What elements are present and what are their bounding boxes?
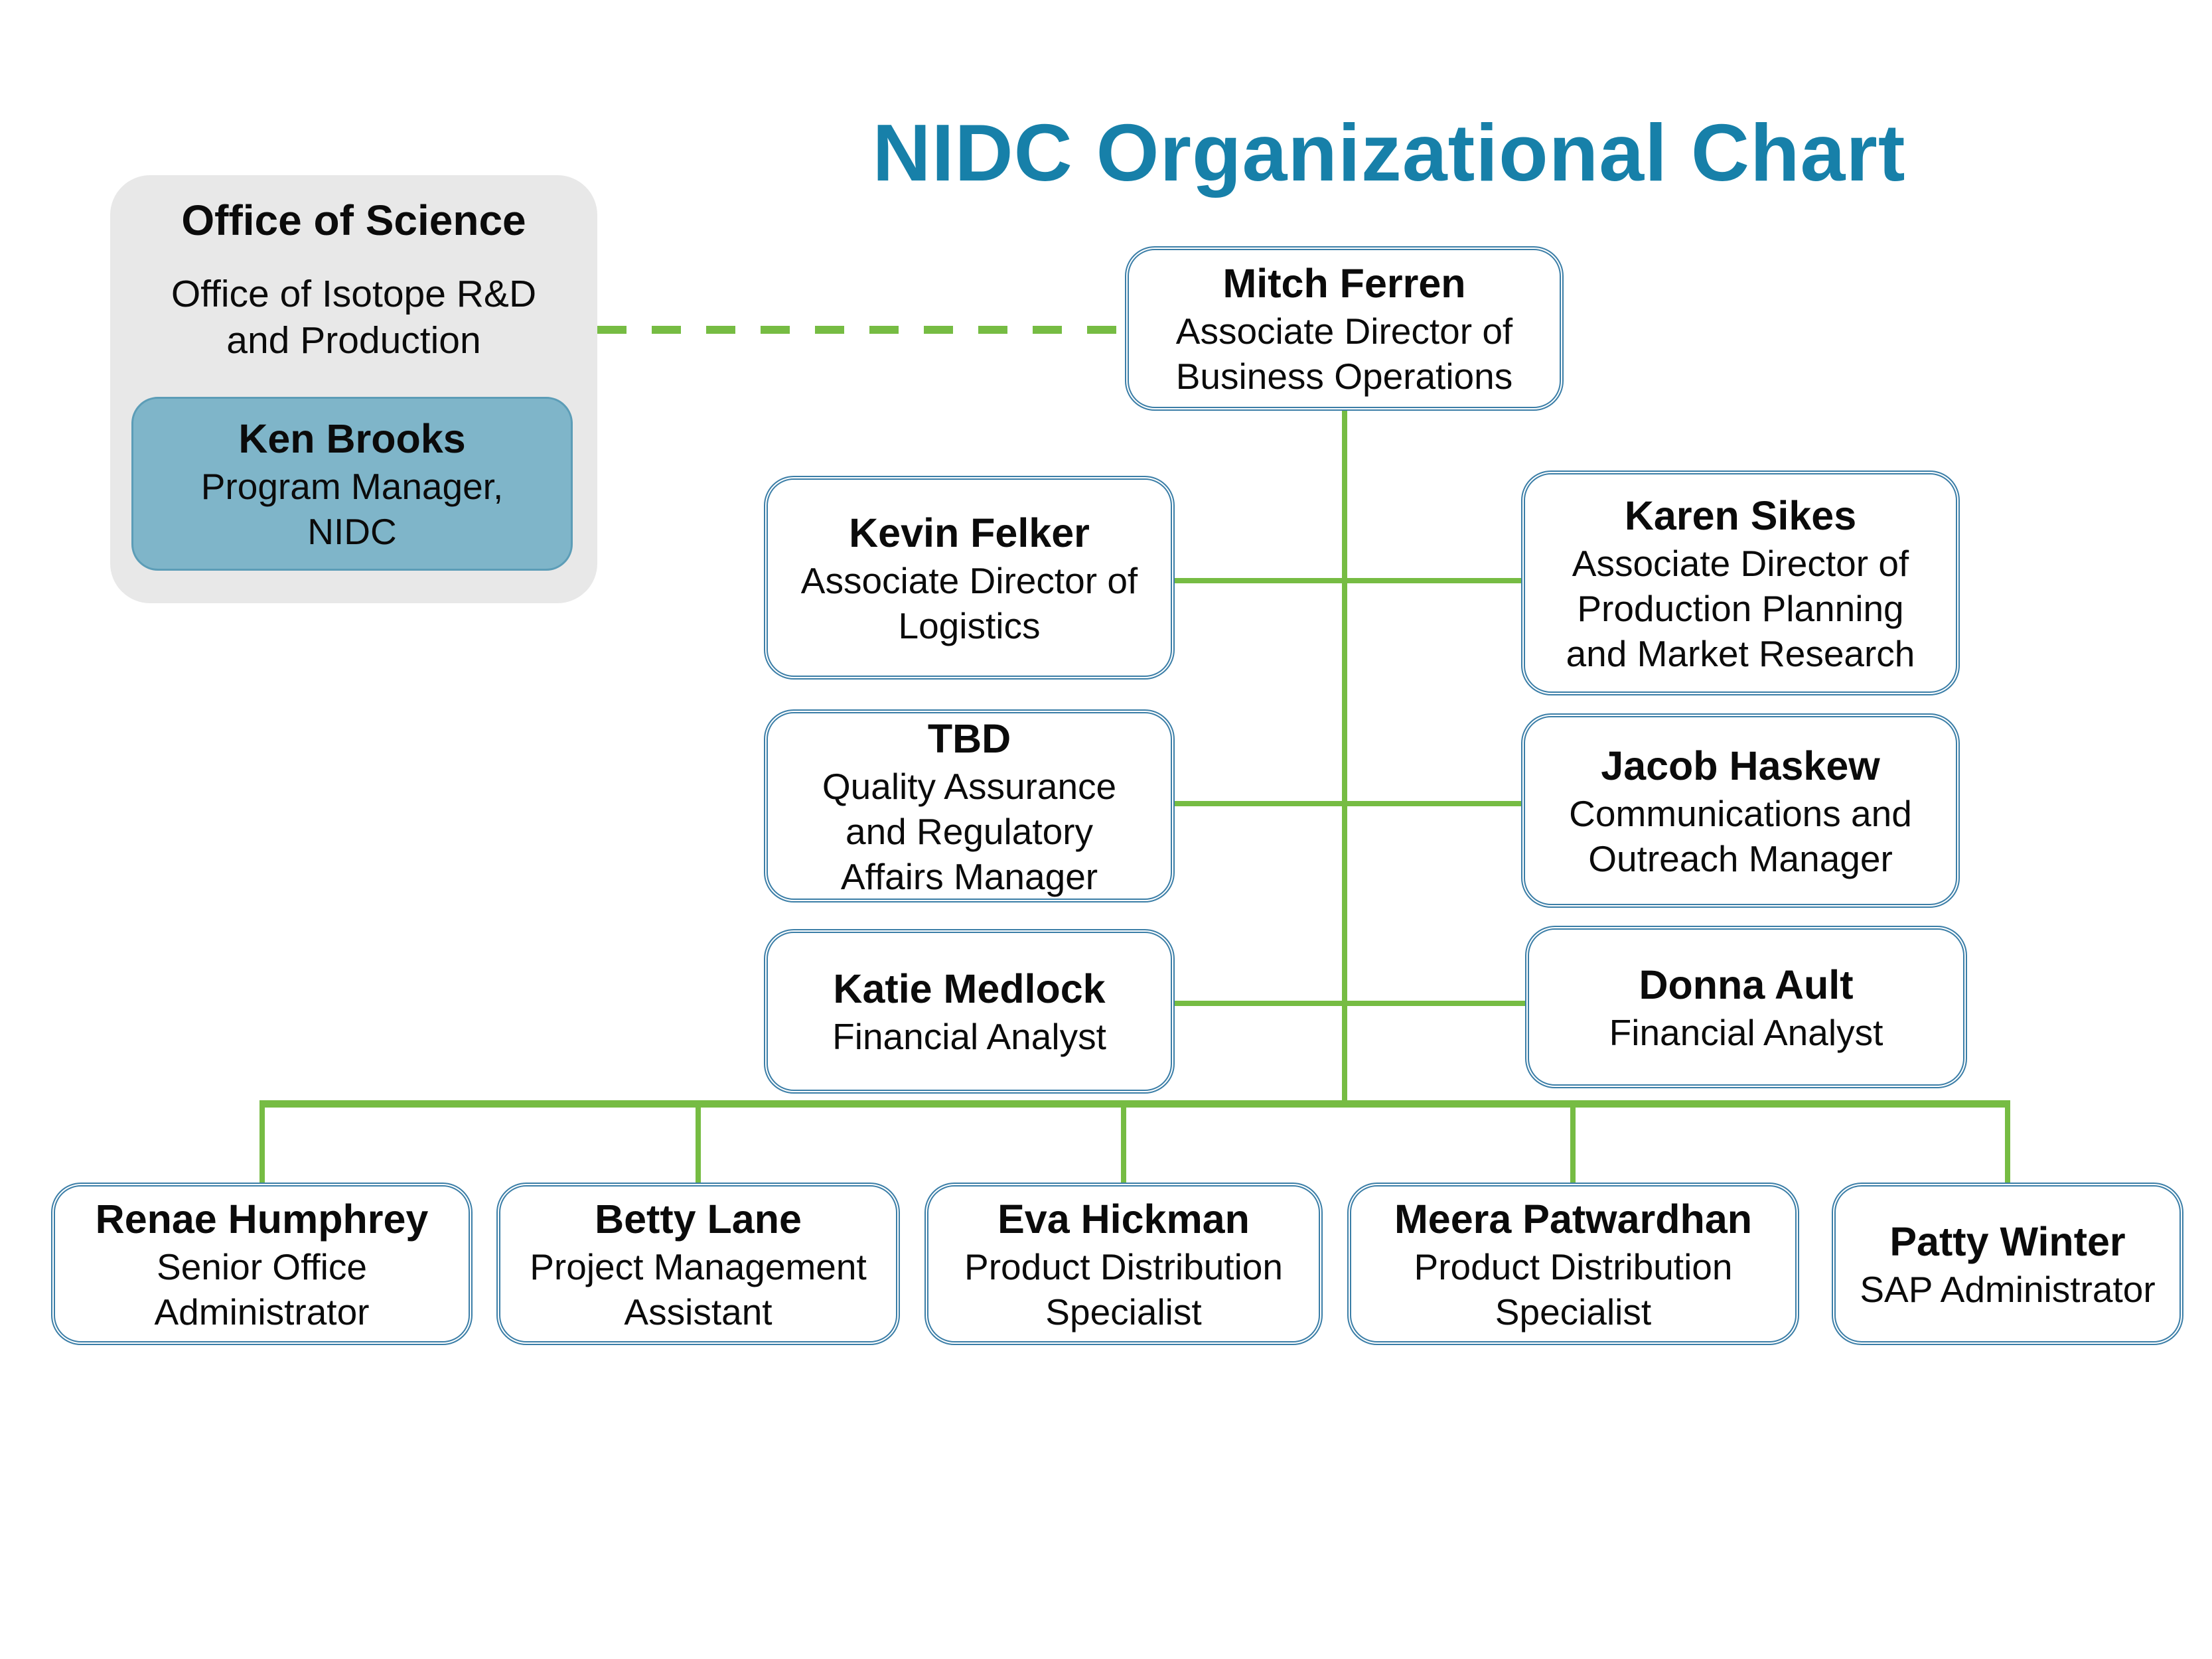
connector-drop-eva [1121,1100,1126,1183]
connector-bottom-bar [259,1100,2010,1108]
connector-drop-betty [696,1100,701,1183]
person-role-line: Product Distribution [1414,1246,1733,1287]
org-box-mitch-ferren: Mitch Ferren Associate Director of Busin… [1125,246,1564,411]
org-box-eva-hickman: Eva Hickman Product Distribution Special… [924,1183,1323,1345]
person-role-line: Associate Director of [1572,542,1909,584]
connector-vertical-trunk [1342,408,1347,1105]
person-role-line: Affairs Manager [840,855,1098,897]
org-box-betty-lane: Betty Lane Project Management Assistant [496,1183,900,1345]
org-box-katie-medlock: Katie Medlock Financial Analyst [764,929,1175,1094]
person-role-line: and Market Research [1566,632,1915,674]
person-role-line: and Regulatory [845,810,1094,852]
person-role-line: Associate Director of [800,559,1138,601]
org-box-renae-humphrey: Renae Humphrey Senior Office Administrat… [51,1183,473,1345]
connector-drop-patty [2005,1100,2010,1183]
org-box-donna-ault: Donna Ault Financial Analyst [1525,926,1967,1088]
connector-row-kevin-karen [1173,578,1522,583]
person-name: Meera Patwardhan [1394,1196,1753,1242]
page-title: NIDC Organizational Chart [872,108,1906,198]
person-role-line: Specialist [1495,1291,1652,1333]
person-role-line: Outreach Manager [1588,837,1893,879]
person-role-line: Specialist [1045,1291,1202,1333]
person-role-line: Financial Analyst [1609,1011,1883,1053]
person-name: Betty Lane [595,1196,802,1242]
person-role-line: Administrator [154,1291,370,1333]
person-name: Donna Ault [1639,962,1854,1007]
office-subheading-line: and Production [226,319,481,362]
person-name: Mitch Ferren [1222,261,1466,306]
connector-drop-renae [259,1100,265,1183]
person-role-line: NIDC [307,511,397,552]
person-name: Eva Hickman [997,1196,1250,1242]
connector-row-katie-donna [1173,1001,1526,1006]
person-role-line: Senior Office [157,1246,367,1287]
person-role-line: SAP Administrator [1860,1268,2156,1310]
person-role-line: Quality Assurance [822,765,1117,807]
connector-drop-meera [1570,1100,1576,1183]
person-role-line: Associate Director of [1175,311,1513,352]
org-box-ken-brooks: Ken Brooks Program Manager, NIDC [131,397,573,571]
person-name: Patty Winter [1889,1218,2126,1264]
person-name: Katie Medlock [833,966,1106,1011]
person-role-line: Project Management [530,1246,867,1287]
office-subheading-line: Office of Isotope R&D [171,273,537,315]
org-box-tbd-qa-manager: TBD Quality Assurance and Regulatory Aff… [764,709,1175,902]
person-role-line: Production Planning [1577,587,1904,629]
office-subheading: Office of Isotope R&D and Production [110,271,597,364]
person-name: Ken Brooks [238,416,466,461]
person-name: Jacob Haskew [1601,743,1880,788]
person-role-line: Assistant [624,1291,773,1333]
connector-dashed-office-to-mitch [597,326,1125,334]
person-name: Kevin Felker [849,510,1090,555]
person-name: Renae Humphrey [95,1196,429,1242]
person-role-line: Financial Analyst [832,1016,1106,1057]
person-name: Karen Sikes [1624,492,1857,538]
person-name: TBD [927,715,1011,761]
org-box-patty-winter: Patty Winter SAP Administrator [1832,1183,2183,1345]
office-heading: Office of Science [181,196,526,244]
connector-row-tbd-jacob [1173,801,1522,806]
org-box-kevin-felker: Kevin Felker Associate Director of Logis… [764,476,1175,680]
org-box-meera-patwardhan: Meera Patwardhan Product Distribution Sp… [1347,1183,1799,1345]
person-role-line: Logistics [898,605,1041,646]
org-box-karen-sikes: Karen Sikes Associate Director of Produc… [1521,470,1960,695]
org-box-jacob-haskew: Jacob Haskew Communications and Outreach… [1521,713,1960,908]
person-role-line: Program Manager, [200,466,504,507]
person-role-line: Product Distribution [964,1246,1283,1287]
person-role-line: Communications and [1569,792,1912,834]
person-role-line: Business Operations [1175,356,1513,397]
